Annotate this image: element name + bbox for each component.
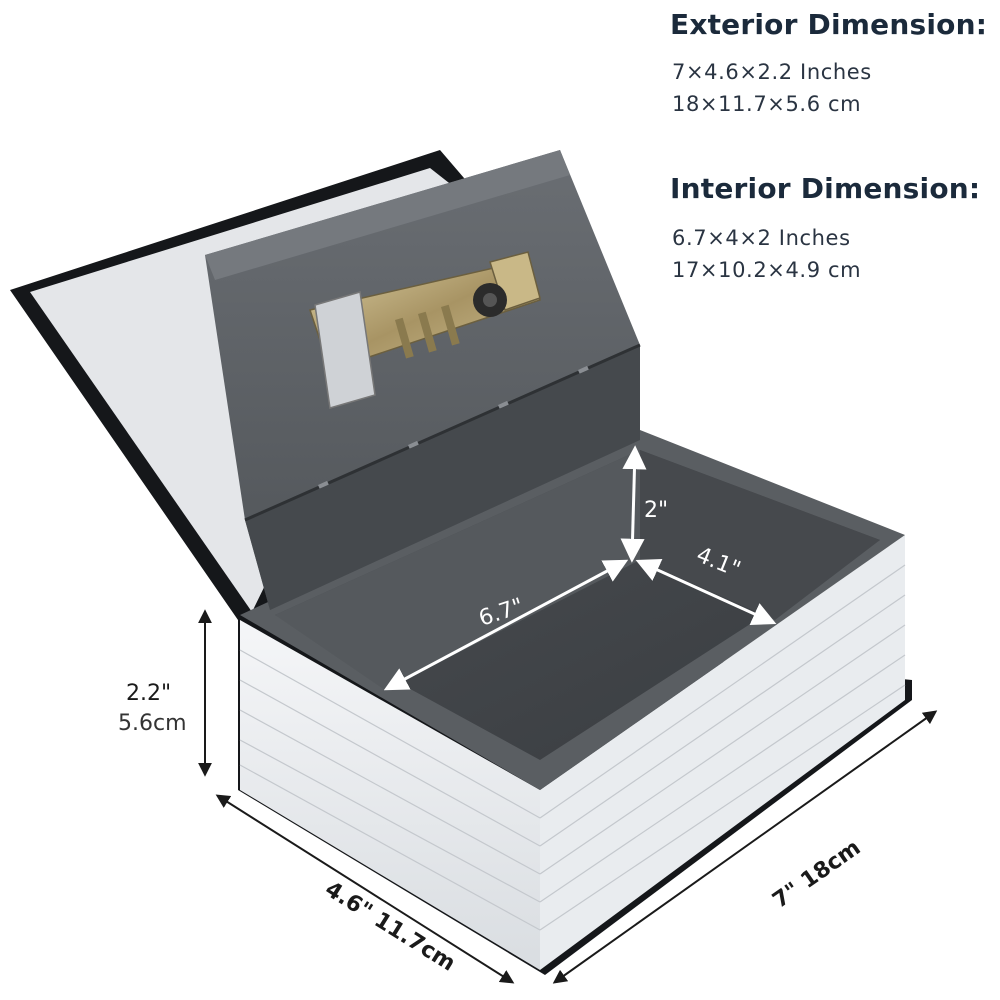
hinge-pins: [317, 365, 589, 489]
exterior-dimension-cm: 18×11.7×5.6 cm: [672, 92, 862, 116]
exterior-dimension-inches: 7×4.6×2.2 Inches: [672, 60, 872, 84]
exterior-width-arrow: [215, 794, 515, 984]
combination-lock: [309, 251, 542, 409]
box-lid-inner: [245, 345, 640, 610]
interior-dimension-title: Interior Dimension:: [670, 172, 981, 205]
exterior-dimension-title: Exterior Dimension:: [670, 8, 988, 41]
interior-height-arrow: [620, 445, 647, 563]
interior-height-label: 2": [644, 498, 668, 523]
exterior-length-label: 7" 18cm: [768, 835, 865, 913]
lid-hinge: [244, 343, 641, 522]
interior-depth-arrow: [635, 559, 777, 625]
interior-dimension-inches: 6.7×4×2 Inches: [672, 226, 851, 250]
exterior-height-cm-label: 5.6cm: [118, 711, 187, 736]
exterior-height-in-label: 2.2": [126, 681, 171, 706]
interior-length-arrow: [383, 559, 629, 691]
lid-flap: [205, 150, 570, 280]
interior-dimension-cm: 17×10.2×4.9 cm: [672, 258, 862, 282]
exterior-length-arrow: [552, 710, 938, 984]
